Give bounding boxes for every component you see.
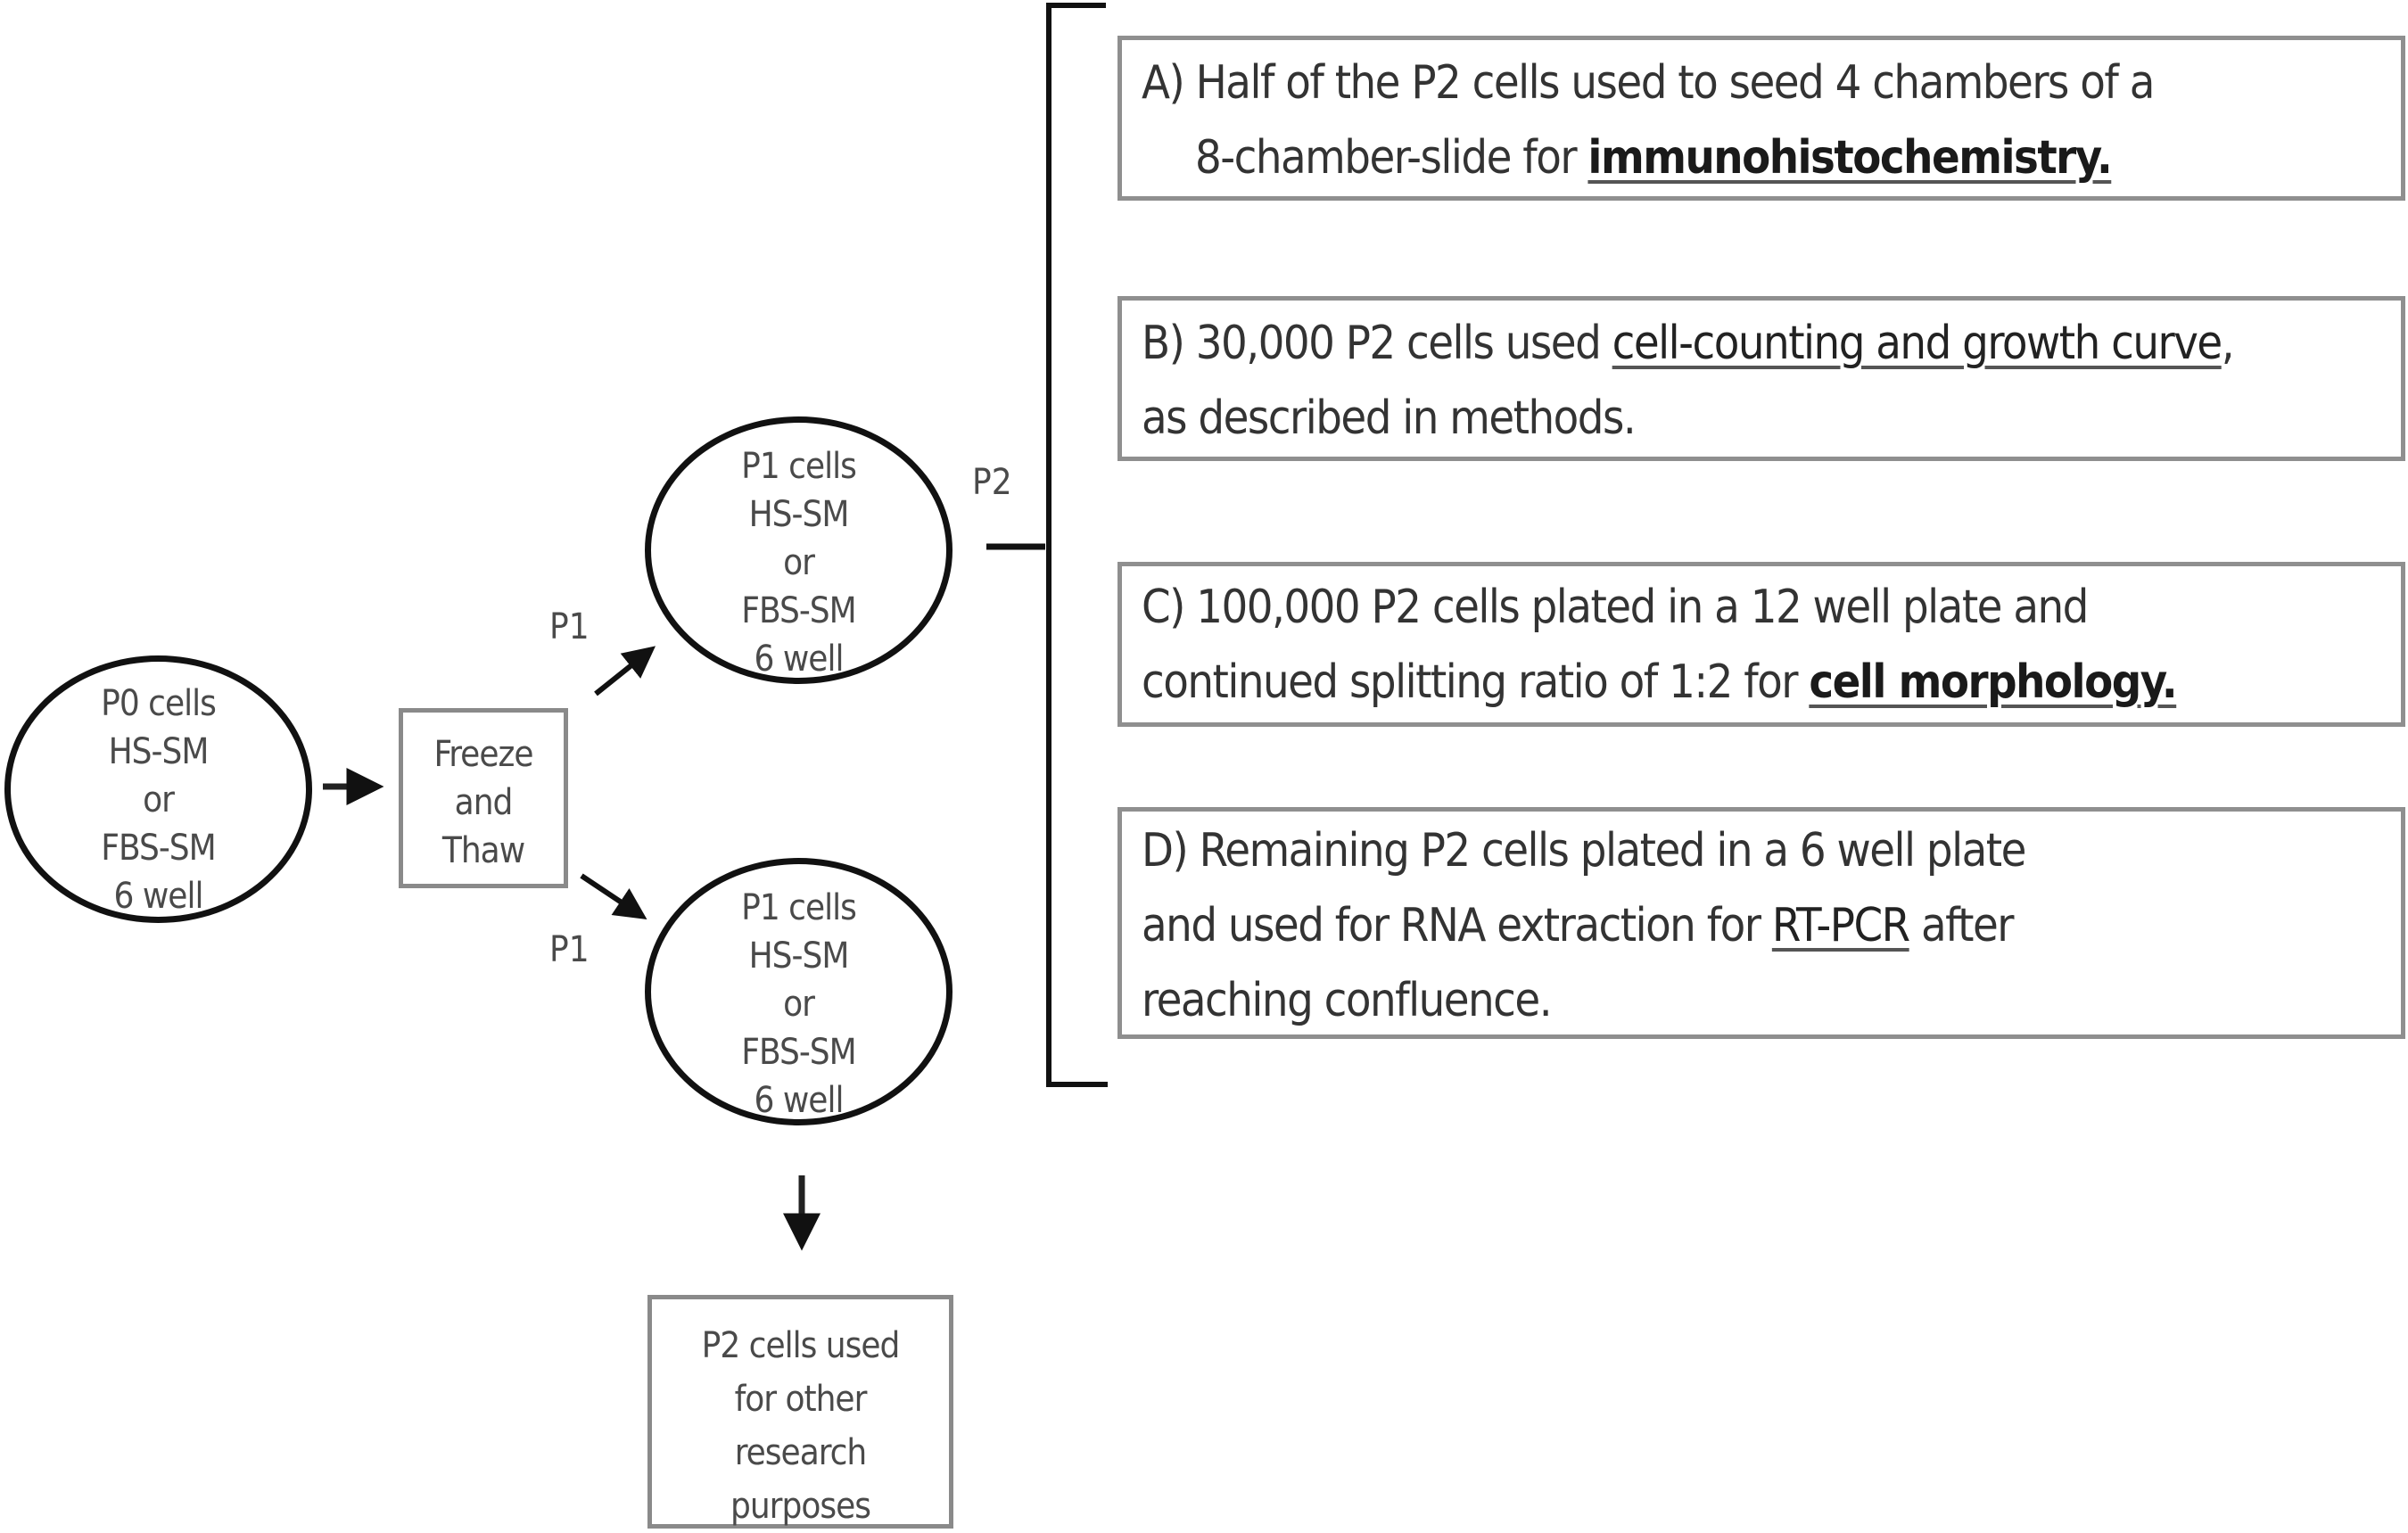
other-line: purposes bbox=[730, 1486, 871, 1527]
p1-top-line: P1 cells bbox=[741, 446, 857, 487]
p1-top-line: 6 well bbox=[754, 639, 845, 680]
outcome-d-line2-prefix: and used for RNA extraction for bbox=[1142, 899, 1772, 952]
outcome-d-emphasis: RT-PCR bbox=[1771, 899, 1910, 952]
outcome-d-box: D) Remaining P2 cells plated in a 6 well… bbox=[1117, 807, 2405, 1039]
freeze-line: and bbox=[454, 782, 514, 823]
p0-cells-node: P0 cells HS-SM or FBS-SM 6 well bbox=[4, 655, 312, 923]
p1-top-line: or bbox=[783, 542, 815, 583]
p0-line: FBS-SM bbox=[101, 828, 216, 869]
outcome-a-box: A) Half of the P2 cells used to seed 4 c… bbox=[1117, 36, 2405, 201]
outcome-c-line2-prefix: continued splitting ratio of 1:2 for bbox=[1142, 655, 1810, 709]
arrow-freeze-to-p1-bottom bbox=[580, 873, 647, 919]
outcome-b-line2: as described in methods. bbox=[1142, 391, 1637, 445]
p0-line: 6 well bbox=[113, 876, 204, 917]
p1-bottom-line: P1 cells bbox=[741, 887, 857, 928]
p1-top-line: FBS-SM bbox=[741, 590, 856, 631]
freeze-line: Freeze bbox=[433, 734, 533, 775]
bracket bbox=[1046, 3, 1108, 1087]
outcome-d-line1: D) Remaining P2 cells plated in a 6 well… bbox=[1142, 824, 2026, 878]
other-line: research bbox=[734, 1432, 868, 1473]
outcome-d-line2-suffix: after bbox=[1909, 899, 2015, 952]
p0-line: P0 cells bbox=[101, 683, 217, 724]
outcome-a-emphasis: immunohistochemistry. bbox=[1587, 131, 2112, 185]
p1-bottom-line: or bbox=[783, 984, 815, 1025]
outcome-a-line1: A) Half of the P2 cells used to seed 4 c… bbox=[1142, 56, 2155, 110]
p1-bottom-line: FBS-SM bbox=[741, 1032, 856, 1073]
outcome-a-line2-prefix: 8-chamber-slide for bbox=[1195, 131, 1588, 185]
p1-bottom-line: HS-SM bbox=[748, 935, 850, 977]
p1-top-cells-node: P1 cells HS-SM or FBS-SM 6 well bbox=[645, 416, 952, 684]
p1-bottom-cells-node: P1 cells HS-SM or FBS-SM 6 well bbox=[645, 858, 952, 1125]
other-line: for other bbox=[734, 1379, 868, 1420]
p1-bottom-line: 6 well bbox=[754, 1080, 845, 1121]
p1-top-edge-label: P1 bbox=[549, 606, 590, 647]
outcome-b-box: B) 30,000 P2 cells used cell-counting an… bbox=[1117, 296, 2405, 461]
p0-line: or bbox=[143, 779, 175, 820]
outcome-b-line1-prefix: B) 30,000 P2 cells used bbox=[1142, 317, 1612, 370]
outcome-d-line3: reaching confluence. bbox=[1142, 974, 1553, 1027]
freeze-line: Thaw bbox=[441, 830, 525, 871]
p2-edge-label: P2 bbox=[972, 462, 1012, 503]
outcome-c-emphasis: cell morphology. bbox=[1809, 655, 2177, 709]
outcome-c-line1: C) 100,000 P2 cells plated in a 12 well … bbox=[1142, 581, 2089, 634]
outcome-c-box: C) 100,000 P2 cells plated in a 12 well … bbox=[1117, 562, 2405, 727]
freeze-thaw-box: Freeze and Thaw bbox=[399, 708, 568, 888]
outcome-b-line1-suffix: , bbox=[2221, 317, 2235, 370]
outcome-b-emphasis: cell-counting and growth curve bbox=[1612, 317, 2223, 370]
arrow-freeze-to-p1-top bbox=[594, 646, 656, 696]
p1-top-line: HS-SM bbox=[748, 494, 850, 535]
p1-bottom-edge-label: P1 bbox=[549, 929, 590, 970]
other-line: P2 cells used bbox=[701, 1325, 901, 1366]
p0-line: HS-SM bbox=[108, 731, 210, 772]
other-research-box: P2 cells used for other research purpose… bbox=[647, 1295, 953, 1529]
